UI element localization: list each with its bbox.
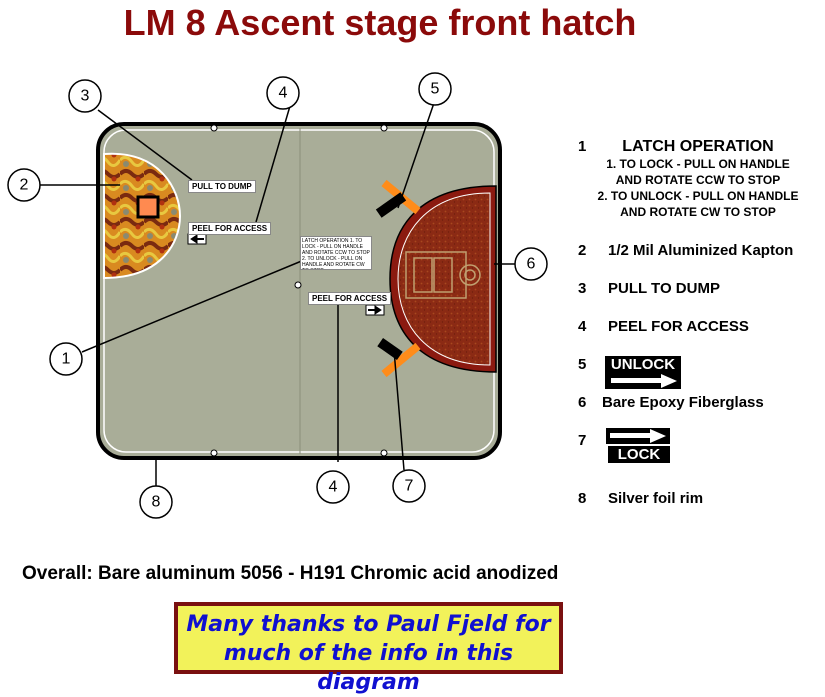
callout-4-top: 4 bbox=[279, 85, 288, 102]
legend-num: 2 bbox=[578, 242, 587, 259]
callout-3: 3 bbox=[81, 88, 90, 105]
callout-1: 1 bbox=[62, 351, 71, 368]
callout-7: 7 bbox=[405, 478, 414, 495]
legend-num: 6 bbox=[578, 394, 587, 411]
legend-text: 1/2 Mil Aluminized Kapton bbox=[608, 242, 794, 259]
legend-line: 1. TO LOCK - PULL ON HANDLE bbox=[606, 157, 790, 171]
latch-operation-placard: LATCH OPERATION 1. TO LOCK - PULL ON HAN… bbox=[300, 236, 372, 270]
lock-tag: LOCK bbox=[608, 446, 670, 463]
overall-material-note: Overall: Bare aluminum 5056 - H191 Chrom… bbox=[22, 563, 559, 584]
legend-num: 7 bbox=[578, 432, 587, 449]
legend-num: 5 bbox=[578, 356, 587, 373]
callout-6: 6 bbox=[527, 256, 536, 273]
legend-text: Silver foil rim bbox=[608, 490, 704, 507]
hatch-panel bbox=[96, 122, 502, 460]
legend-line: AND ROTATE CCW TO STOP bbox=[615, 173, 781, 187]
legend-num: 3 bbox=[578, 280, 587, 297]
unlock-tag: UNLOCK bbox=[605, 356, 681, 373]
callout-2: 2 bbox=[20, 177, 29, 194]
legend-num: 4 bbox=[578, 318, 587, 335]
dump-handle bbox=[136, 195, 160, 219]
lock-arrow-icon bbox=[606, 428, 670, 444]
unlock-arrow-icon bbox=[605, 373, 681, 389]
callout-5: 5 bbox=[431, 81, 440, 98]
credit-line-2: much of the info in this diagram bbox=[223, 641, 514, 695]
credit-box: Many thanks to Paul Fjeld for much of th… bbox=[174, 602, 563, 695]
arrow-right-icon bbox=[365, 304, 385, 316]
legend-line: AND ROTATE CW TO STOP bbox=[620, 205, 776, 219]
credit-line-1: Many thanks to Paul Fjeld for bbox=[186, 612, 551, 637]
page-title: LM 8 Ascent stage front hatch bbox=[123, 2, 637, 43]
unlock-tag-small bbox=[375, 192, 407, 218]
legend-text: PULL TO DUMP bbox=[608, 280, 720, 297]
legend-text: Bare Epoxy Fiberglass bbox=[602, 394, 764, 411]
pull-to-dump-label: PULL TO DUMP bbox=[188, 180, 256, 193]
legend-heading: LATCH OPERATION bbox=[622, 138, 774, 155]
legend-num: 8 bbox=[578, 490, 587, 507]
arrow-left-icon bbox=[187, 233, 207, 245]
callout-circles bbox=[7, 72, 548, 519]
legend-line: 2. TO UNLOCK - PULL ON HANDLE bbox=[597, 189, 799, 203]
bare-epoxy-fiberglass bbox=[397, 192, 491, 366]
callout-8: 8 bbox=[152, 494, 161, 511]
lock-tag-small bbox=[377, 338, 403, 360]
legend-text: PEEL FOR ACCESS bbox=[608, 318, 749, 335]
latch-handle-plate bbox=[405, 251, 481, 299]
peel-for-access-label-left: PEEL FOR ACCESS bbox=[188, 222, 272, 235]
legend-num: 1 bbox=[578, 138, 587, 155]
peel-for-access-label-right: PEEL FOR ACCESS bbox=[308, 292, 392, 305]
rivets bbox=[210, 124, 388, 457]
callout-4-bottom: 4 bbox=[329, 479, 338, 496]
